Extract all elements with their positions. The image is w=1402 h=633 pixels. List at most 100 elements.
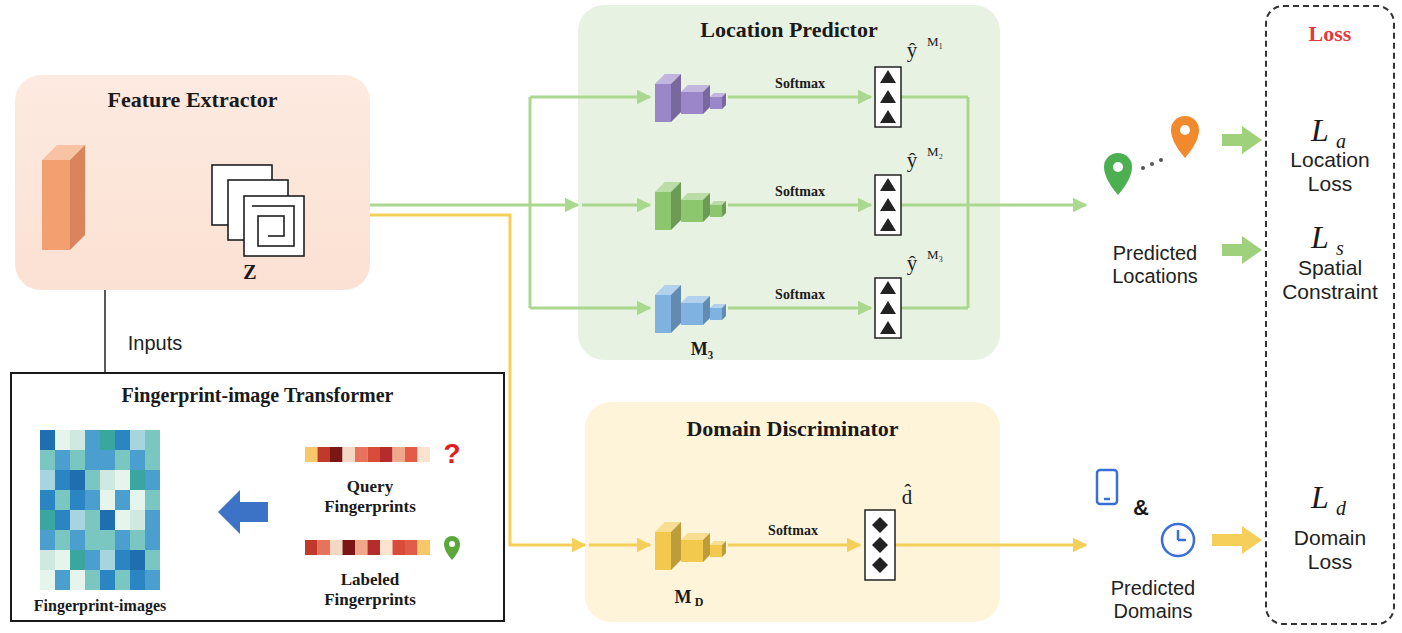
- heatmap-cell: [55, 550, 70, 570]
- fingerprint-cell: [318, 447, 331, 462]
- conv-block: [42, 145, 85, 250]
- module-panel: Domain Discriminator: [585, 402, 1000, 622]
- illustration-part: [530, 96, 650, 99]
- illustration-part: [530, 307, 650, 310]
- heatmap-cell: [130, 470, 145, 490]
- fingerprint-cell: [393, 447, 406, 462]
- illustration-part: [875, 175, 901, 235]
- illustration-part: [1222, 126, 1262, 154]
- heatmap-cell: [130, 510, 145, 530]
- loss-name: Spatial Constraint: [1268, 256, 1392, 304]
- fingerprint-cell: [368, 447, 381, 462]
- heatmap-cell: [145, 530, 160, 550]
- illustration-part: [728, 204, 871, 207]
- output-vector: [875, 67, 901, 338]
- panel-shape: [10, 372, 505, 622]
- loss-name: Location Loss: [1270, 148, 1390, 196]
- heatmap-cell: [85, 510, 100, 530]
- edge-label: Inputs: [128, 332, 182, 355]
- fingerprint-cell: [405, 447, 418, 462]
- illustration-part: [589, 544, 650, 547]
- heatmap-cell: [145, 510, 160, 530]
- illustration-part: [1159, 158, 1163, 162]
- heatmap-cell: [130, 530, 145, 550]
- heatmap-cell: [130, 430, 145, 450]
- heatmap-cell: [130, 490, 145, 510]
- illustration-part: [880, 90, 896, 103]
- illustration-part: [880, 178, 896, 191]
- panel-title: Loss: [1265, 5, 1395, 47]
- domain-vector: [865, 510, 895, 580]
- heatmap-cell: [70, 430, 85, 450]
- heatmap-cell: [100, 490, 115, 510]
- fingerprint-cell: [418, 540, 431, 555]
- heatmap-cell: [40, 550, 55, 570]
- heatmap-cell: [115, 470, 130, 490]
- heatmap-cell: [55, 570, 70, 590]
- heatmap-cell: [55, 530, 70, 550]
- model-name: M₃: [691, 339, 713, 360]
- heatmap-cell: [100, 530, 115, 550]
- output-superscript: M₂: [927, 145, 943, 160]
- fingerprint-cell: [368, 540, 381, 555]
- fingerprint-cell: [380, 447, 393, 462]
- heatmap-cell: [40, 570, 55, 590]
- heatmap-cell: [100, 470, 115, 490]
- illustration-part: [582, 204, 650, 207]
- illustration-part: [872, 557, 888, 573]
- connector: [104, 290, 106, 372]
- layer-name: Softmax: [768, 523, 818, 539]
- panel-title: Fingerprint-image Transformer: [10, 372, 505, 407]
- heatmap-cell: [70, 550, 85, 570]
- illustration-part: [1171, 116, 1199, 158]
- heatmap-cell: [100, 450, 115, 470]
- loss-symbol: L: [1311, 112, 1329, 149]
- loss-name: Domain Loss: [1275, 526, 1385, 574]
- heatmap-cell: [85, 470, 100, 490]
- heatmap-cell: [40, 510, 55, 530]
- heatmap-cell: [145, 430, 160, 450]
- output-symbol: ŷ: [907, 251, 918, 275]
- heatmap-cell: [100, 570, 115, 590]
- heatmap-cell: [145, 570, 160, 590]
- fingerprint-cell: [330, 447, 343, 462]
- illustration-part: [880, 281, 896, 294]
- output-superscript: M₃: [927, 248, 943, 263]
- heatmap-cell: [115, 570, 130, 590]
- heatmap-cell: [115, 530, 130, 550]
- illustration-part: [1180, 125, 1190, 135]
- heatmap-cell: [145, 470, 160, 490]
- heatmap-cell: [85, 570, 100, 590]
- module-panel: Feature Extractor: [15, 75, 370, 290]
- connector: [370, 204, 578, 207]
- fingerprint-cell: [393, 540, 406, 555]
- illustration-part: [865, 510, 895, 580]
- illustration-part: [968, 204, 1086, 207]
- illustration-part: [728, 96, 871, 99]
- clock-icon: [1162, 524, 1194, 556]
- illustration-part: [1113, 162, 1123, 172]
- heatmap-cell: [85, 530, 100, 550]
- loss-symbol: L: [1311, 219, 1329, 256]
- output-symbol: ŷ: [907, 148, 918, 172]
- illustration-part: [252, 206, 294, 246]
- illustration-part: [880, 70, 896, 83]
- fingerprint-cell: [418, 447, 431, 462]
- input-caption: Query Fingerprints: [310, 477, 430, 516]
- heatmap-cell: [145, 550, 160, 570]
- illustration-part: [880, 301, 896, 314]
- image-caption: Fingerprint-images: [34, 597, 166, 615]
- heatmap-cell: [40, 470, 55, 490]
- illustration-part: [872, 537, 888, 553]
- fat-arrow: [1212, 526, 1262, 554]
- heatmap-cell: [85, 430, 100, 450]
- heatmap-cell: [130, 570, 145, 590]
- location-pins: [1104, 116, 1199, 195]
- illustration-part: [880, 321, 896, 334]
- heatmap-cell: [115, 510, 130, 530]
- output-symbol: d̂: [902, 485, 913, 509]
- illustration-part: [728, 544, 860, 547]
- heatmap-cell: [40, 490, 55, 510]
- fingerprint-cell: [305, 447, 318, 462]
- fingerprint-cell: [305, 540, 318, 555]
